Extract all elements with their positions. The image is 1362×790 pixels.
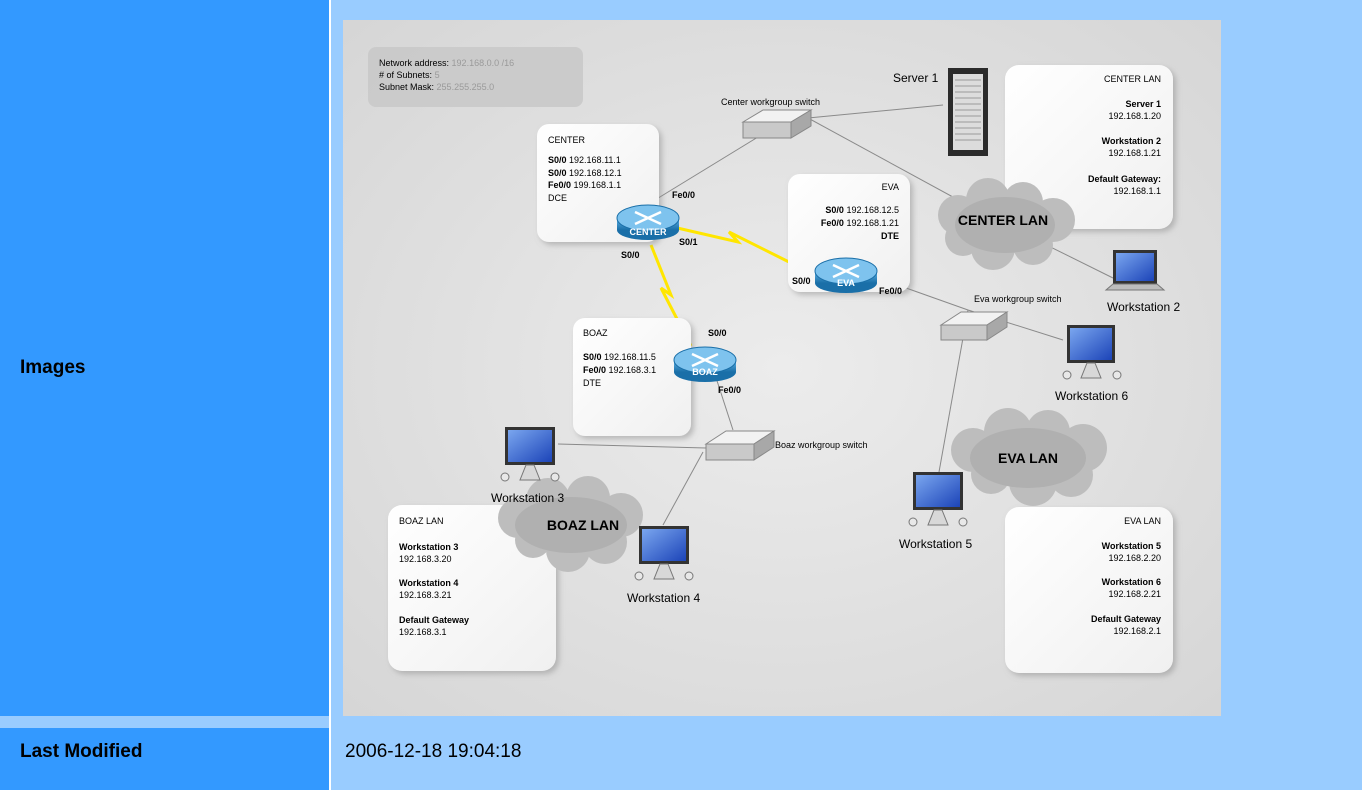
svg-text:Workstation 2: Workstation 2 bbox=[1102, 136, 1161, 146]
svg-text:# of Subnets: 5: # of Subnets: 5 bbox=[379, 70, 440, 80]
center-router-label: CENTER bbox=[629, 227, 667, 237]
eva-switch-label: Eva workgroup switch bbox=[974, 294, 1062, 304]
center-lan-info-box: CENTER LAN Server 1 192.168.1.20 Worksta… bbox=[1005, 65, 1173, 229]
workstation-3-label: Workstation 3 bbox=[491, 491, 564, 505]
svg-text:CENTER: CENTER bbox=[548, 135, 586, 145]
serial-link-center-eva bbox=[672, 225, 814, 276]
svg-text:S0/0 192.168.11.1: S0/0 192.168.11.1 bbox=[548, 155, 621, 165]
boaz-switch-label: Boaz workgroup switch bbox=[775, 440, 868, 450]
server1-label: Server 1 bbox=[893, 71, 939, 85]
bottom-strip bbox=[0, 775, 329, 790]
eva-router-label: EVA bbox=[837, 278, 855, 288]
svg-text:192.168.3.1: 192.168.3.1 bbox=[399, 627, 447, 637]
center-lan-cloud-icon bbox=[938, 178, 1075, 270]
workstation-2-laptop-icon bbox=[1104, 250, 1166, 291]
svg-text:CENTER LAN: CENTER LAN bbox=[1104, 74, 1161, 84]
svg-text:Subnet Mask: 255.255.255.0: Subnet Mask: 255.255.255.0 bbox=[379, 82, 494, 92]
svg-text:192.168.2.1: 192.168.2.1 bbox=[1113, 626, 1161, 636]
svg-text:DTE: DTE bbox=[881, 231, 899, 241]
last-modified-label: Last Modified bbox=[20, 741, 143, 762]
eva-router-icon bbox=[814, 257, 878, 293]
eva-switch-icon bbox=[939, 311, 1009, 341]
svg-text:EVA LAN: EVA LAN bbox=[1124, 516, 1161, 526]
svg-text:Server 1: Server 1 bbox=[1125, 99, 1161, 109]
workstation-4-icon bbox=[634, 526, 694, 581]
workstation-5-icon bbox=[908, 472, 968, 527]
center-switch-icon bbox=[741, 109, 813, 139]
images-label: Images bbox=[20, 357, 86, 378]
svg-text:192.168.1.1: 192.168.1.1 bbox=[1113, 186, 1161, 196]
port-label: Fe0/0 bbox=[672, 190, 695, 200]
port-label: S0/1 bbox=[679, 237, 698, 247]
svg-text:192.168.2.20: 192.168.2.20 bbox=[1108, 553, 1161, 563]
svg-text:Workstation 4: Workstation 4 bbox=[399, 578, 458, 588]
workstation-2-label: Workstation 2 bbox=[1107, 300, 1180, 314]
workstation-5-label: Workstation 5 bbox=[899, 537, 972, 551]
svg-text:Fe0/0 199.168.1.1: Fe0/0 199.168.1.1 bbox=[548, 180, 621, 190]
svg-text:S0/0 192.168.12.5: S0/0 192.168.12.5 bbox=[825, 205, 899, 215]
workstation-3-icon bbox=[500, 427, 560, 482]
row-separator bbox=[331, 716, 1362, 728]
boaz-router-icon bbox=[673, 346, 737, 382]
eva-lan-cloud-icon bbox=[951, 408, 1107, 506]
port-label: S0/0 bbox=[708, 328, 727, 338]
boaz-lan-info-box: BOAZ LAN Workstation 3 192.168.3.20 Work… bbox=[388, 505, 556, 671]
eva-lan-cloud-label: EVA LAN bbox=[998, 450, 1058, 466]
port-label: S0/0 bbox=[792, 276, 811, 286]
svg-text:192.168.1.20: 192.168.1.20 bbox=[1108, 111, 1161, 121]
serial-link-center-boaz bbox=[649, 244, 693, 347]
workstation-6-label: Workstation 6 bbox=[1055, 389, 1128, 403]
images-header-cell: Images bbox=[0, 0, 329, 716]
svg-text:192.168.2.21: 192.168.2.21 bbox=[1108, 589, 1161, 599]
workstation-6-icon bbox=[1062, 325, 1122, 380]
svg-text:192.168.3.20: 192.168.3.20 bbox=[399, 554, 452, 564]
last-modified-value-cell: 2006-12-18 19:04:18 bbox=[331, 728, 1362, 775]
center-lan-cloud-label: CENTER LAN bbox=[958, 212, 1048, 228]
svg-text:Fe0/0 192.168.1.21: Fe0/0 192.168.1.21 bbox=[821, 218, 899, 228]
boaz-router-info-box: BOAZ S0/0 192.168.11.5 Fe0/0 192.168.3.1… bbox=[573, 318, 691, 436]
svg-text:S0/0 192.168.12.1: S0/0 192.168.12.1 bbox=[548, 168, 622, 178]
eva-router-info-box: EVA S0/0 192.168.12.5 Fe0/0 192.168.1.21… bbox=[788, 174, 910, 292]
svg-text:Default Gateway: Default Gateway bbox=[1091, 614, 1161, 624]
svg-text:Default Gateway: Default Gateway bbox=[399, 615, 469, 625]
server-icon bbox=[948, 68, 988, 156]
center-router-icon bbox=[616, 204, 680, 240]
svg-text:Fe0/0 192.168.3.1: Fe0/0 192.168.3.1 bbox=[583, 365, 656, 375]
center-switch-label: Center workgroup switch bbox=[721, 97, 820, 107]
last-modified-header-cell: Last Modified bbox=[0, 728, 329, 775]
boaz-lan-cloud-icon bbox=[498, 476, 643, 572]
svg-text:Default Gateway:: Default Gateway: bbox=[1088, 174, 1161, 184]
summary-box: Network address: 192.168.0.0 /16 # of Su… bbox=[368, 47, 583, 107]
svg-text:Workstation 3: Workstation 3 bbox=[399, 542, 458, 552]
network-diagram-image: Network address: 192.168.0.0 /16 # of Su… bbox=[343, 20, 1221, 716]
svg-text:DTE: DTE bbox=[583, 378, 601, 388]
eva-lan-info-box: EVA LAN Workstation 5 192.168.2.20 Works… bbox=[1005, 507, 1173, 673]
svg-text:192.168.3.21: 192.168.3.21 bbox=[399, 590, 452, 600]
svg-text:DCE: DCE bbox=[548, 193, 567, 203]
port-label: S0/0 bbox=[621, 250, 640, 260]
svg-text:BOAZ: BOAZ bbox=[583, 328, 608, 338]
bottom-strip bbox=[331, 775, 1362, 790]
boaz-switch-icon bbox=[704, 430, 776, 461]
svg-text:Workstation 6: Workstation 6 bbox=[1102, 577, 1161, 587]
port-label: Fe0/0 bbox=[879, 286, 902, 296]
boaz-router-label: BOAZ bbox=[692, 367, 718, 377]
svg-text:BOAZ LAN: BOAZ LAN bbox=[399, 516, 444, 526]
svg-text:EVA: EVA bbox=[882, 182, 899, 192]
svg-text:Workstation 5: Workstation 5 bbox=[1102, 541, 1161, 551]
workstation-4-label: Workstation 4 bbox=[627, 591, 700, 605]
row-separator bbox=[0, 716, 329, 728]
svg-text:S0/0 192.168.11.5: S0/0 192.168.11.5 bbox=[583, 352, 656, 362]
port-label: Fe0/0 bbox=[718, 385, 741, 395]
last-modified-value: 2006-12-18 19:04:18 bbox=[345, 741, 522, 762]
svg-text:192.168.1.21: 192.168.1.21 bbox=[1108, 148, 1161, 158]
boaz-lan-cloud-label: BOAZ LAN bbox=[547, 517, 619, 533]
svg-text:Network address: 192.168.0.0 /: Network address: 192.168.0.0 /16 bbox=[379, 58, 514, 68]
